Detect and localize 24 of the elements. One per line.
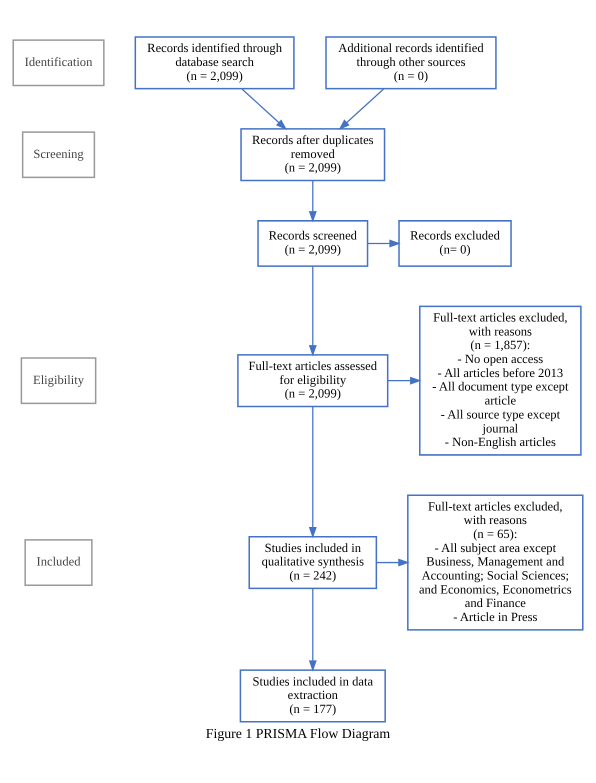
node-box: Records identified through database search (n = 2,099)	[134, 36, 295, 89]
arrow	[308, 406, 317, 538]
node-box: Identification	[12, 38, 105, 86]
arrow	[338, 88, 384, 130]
arrow	[368, 239, 401, 247]
arrow	[308, 266, 317, 356]
node-box: Studies included in qualitative synthesis (n = 242)	[248, 536, 378, 589]
arrow	[388, 376, 422, 384]
arrow	[308, 588, 317, 672]
arrow	[376, 558, 410, 566]
node-box: Records screened (n = 2,099)	[257, 220, 368, 266]
node-box: Full-text articles assessed for eligibility (n = 2,099)	[237, 354, 388, 407]
caption: Figure 1 PRISMA Flow Diagram	[206, 725, 390, 740]
arrow	[308, 180, 317, 222]
node-box: Included	[24, 538, 93, 586]
arrow	[242, 88, 287, 130]
node-box: Records after duplicates removed (n = 2,099)	[240, 128, 386, 181]
node-box: Full-text articles excluded, with reasons (n = 1,857): - No open access - All articles before 2013 - All document type except article - All source type except journal - Non-English articles	[419, 305, 582, 456]
node-box: Records excluded (n= 0)	[398, 220, 512, 266]
node-box: Additional records identified through other sources (n = 0)	[325, 36, 497, 89]
node-box: Screening	[22, 130, 96, 178]
node-box: Eligibility	[20, 356, 96, 404]
node-box: Full-text articles excluded, with reasons (n = 65): - All subject area except Business, Management and Accounting; Social Sciences; and Economics, Econometrics and Finance - Article in Press	[407, 494, 584, 630]
node-box: Studies included in data extraction (n = 177)	[240, 668, 386, 722]
